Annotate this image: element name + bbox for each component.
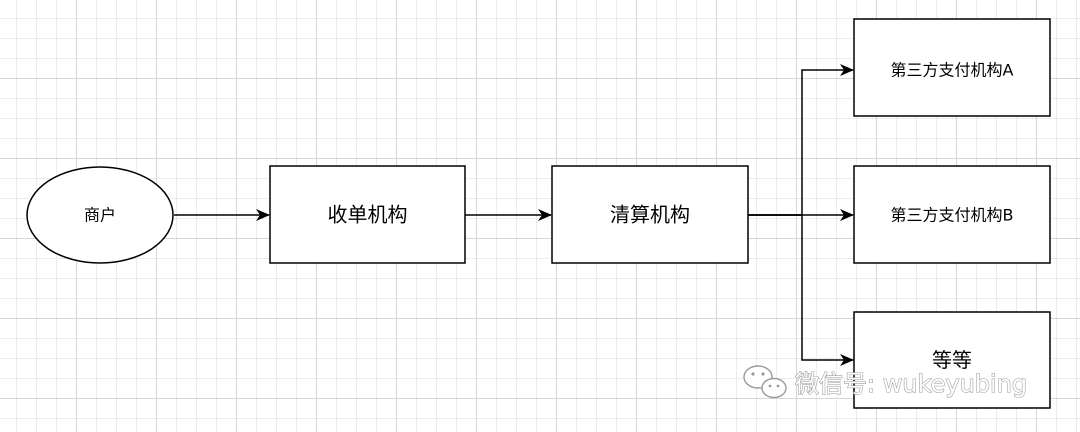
node-etc: 等等: [853, 311, 1051, 409]
node-acquirer: 收单机构: [269, 165, 466, 264]
third-party-b-label: 第三方支付机构B: [891, 206, 1014, 225]
edge-clearing-to-etc: [748, 214, 854, 366]
third-party-a-label: 第三方支付机构A: [891, 61, 1014, 80]
third-party-b-box: [853, 165, 1051, 264]
node-merchant: 商户: [26, 166, 174, 264]
edge-clearing-to-third-party-a: [748, 64, 854, 216]
node-clearing: 清算机构: [551, 165, 749, 264]
node-third-party-b: 第三方支付机构B: [853, 165, 1051, 264]
watermark: 微信号: wukeyubing: [743, 365, 1028, 399]
merchant-label: 商户: [84, 206, 116, 225]
watermark-text: 微信号: wukeyubing: [795, 370, 1027, 398]
clearing-box: [551, 165, 749, 264]
clearing-label: 清算机构: [610, 203, 690, 227]
merchant-ellipse: [26, 166, 174, 264]
etc-label: 等等: [932, 348, 972, 372]
node-third-party-a: 第三方支付机构A: [853, 18, 1051, 117]
acquirer-label: 收单机构: [328, 203, 408, 227]
third-party-a-box: [853, 18, 1051, 117]
etc-box: [853, 311, 1051, 409]
edges: [174, 64, 854, 366]
wechat-icon: [743, 365, 787, 399]
acquirer-box: [269, 165, 466, 264]
